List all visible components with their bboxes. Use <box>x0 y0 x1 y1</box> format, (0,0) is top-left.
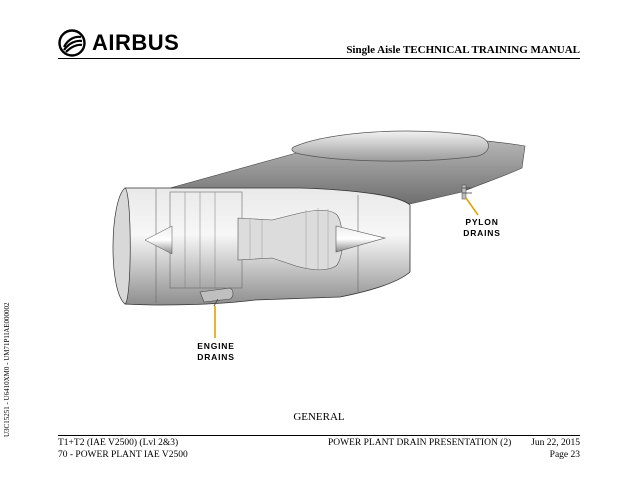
engine-drain-mast <box>199 287 234 303</box>
footer-page-number: Page 23 <box>549 450 580 460</box>
brand-name: AIRBUS <box>92 30 180 55</box>
footer-course-title: T1+T2 (IAE V2500) (Lvl 2&3) <box>58 438 179 448</box>
engine-drains-label: ENGINE <box>197 341 234 351</box>
spinner-cone <box>144 225 173 255</box>
nacelle-inlet-lip <box>112 187 131 305</box>
airbus-emblem-icon <box>58 29 86 57</box>
footer-date: Jun 22, 2015 <box>531 438 580 448</box>
header-divider <box>58 58 580 59</box>
footer-chapter: 70 - POWER PLANT IAE V2500 <box>58 450 188 460</box>
exhaust-plug <box>335 225 387 253</box>
figure-caption: GENERAL <box>293 411 345 423</box>
footer-presentation-title: POWER PLANT DRAIN PRESENTATION (2) <box>328 438 512 448</box>
pylon-fairing <box>291 130 489 162</box>
engine-drains-label: DRAINS <box>197 352 234 362</box>
pylon-drains-leader-line <box>465 197 479 216</box>
engine-drain-outlet <box>213 298 219 307</box>
footer-divider <box>58 435 580 436</box>
airbus-logo: AIRBUS <box>58 28 179 58</box>
pylon-drains-label: DRAINS <box>463 228 500 238</box>
pylon-drains-label: PYLON <box>465 217 498 227</box>
manual-title: Single Aisle TECHNICAL TRAINING MANUAL <box>346 44 580 56</box>
pylon-drain-tube <box>461 184 467 200</box>
